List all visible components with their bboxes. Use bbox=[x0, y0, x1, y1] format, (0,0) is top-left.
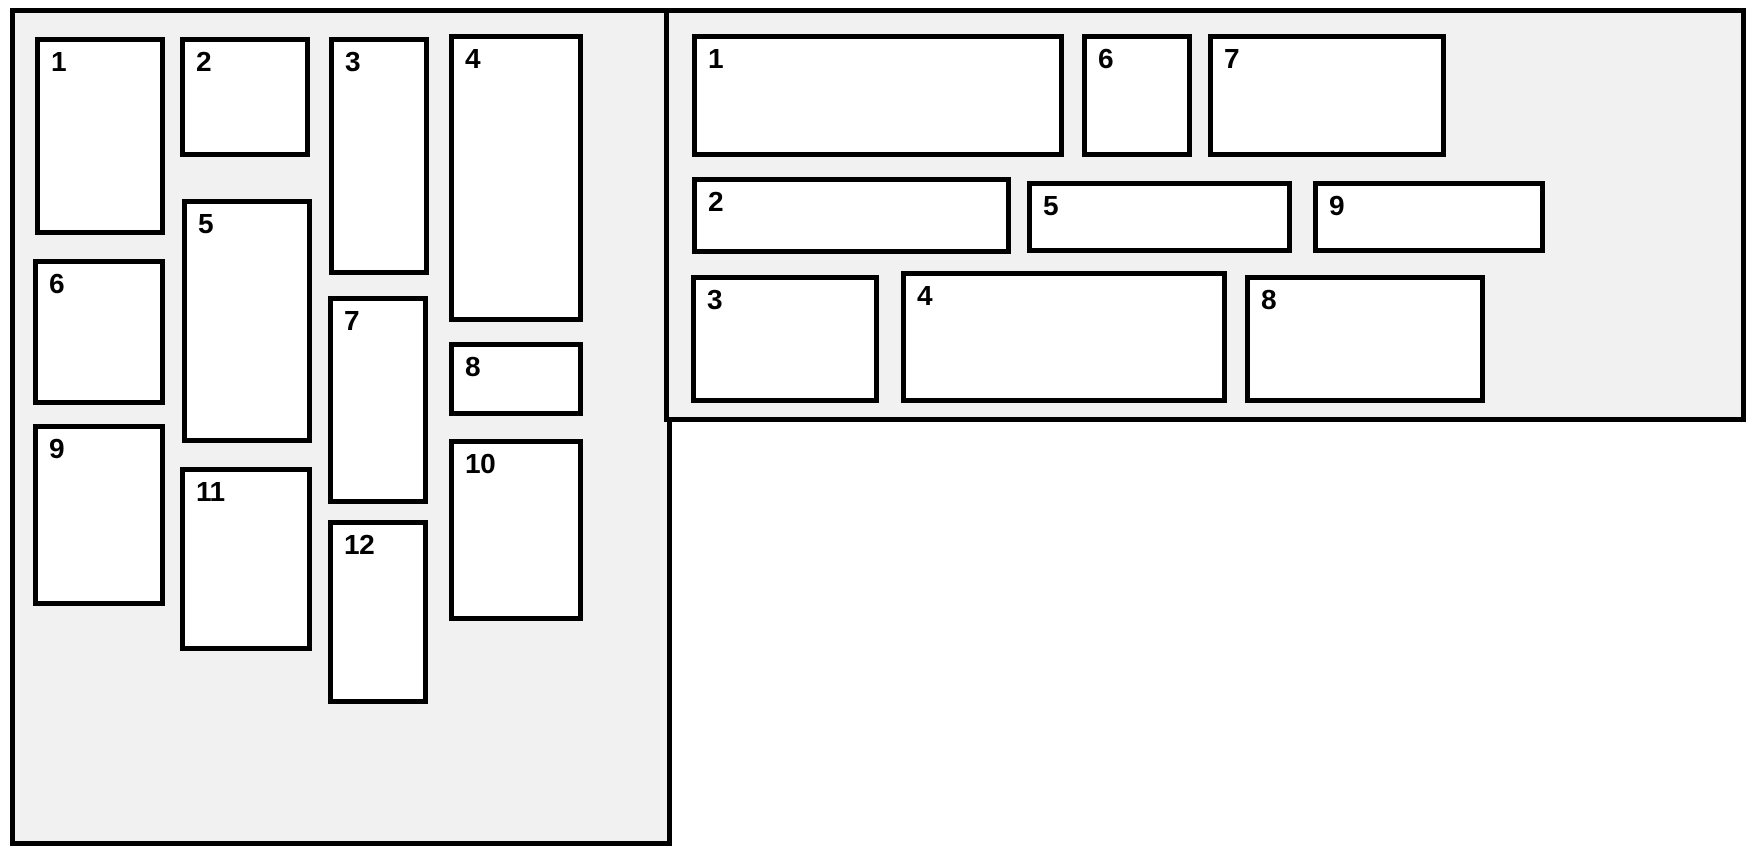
cell-label: 7 bbox=[1224, 43, 1240, 74]
cell-label: 1 bbox=[708, 43, 724, 74]
layout-cell[interactable]: 1 bbox=[35, 37, 165, 235]
layout-cell[interactable]: 4 bbox=[901, 271, 1227, 403]
cell-label: 7 bbox=[344, 305, 360, 336]
cell-label: 2 bbox=[196, 46, 212, 77]
layout-cell[interactable]: 2 bbox=[180, 37, 310, 157]
layout-cell[interactable]: 6 bbox=[1082, 34, 1192, 157]
layout-cell[interactable]: 9 bbox=[1313, 181, 1545, 253]
cell-label: 11 bbox=[196, 476, 225, 507]
layout-cell[interactable]: 2 bbox=[692, 177, 1011, 254]
cell-label: 4 bbox=[917, 280, 933, 311]
cell-label: 3 bbox=[345, 46, 361, 77]
layout-cell[interactable]: 10 bbox=[449, 439, 583, 621]
cell-label: 8 bbox=[465, 351, 481, 382]
cell-label: 8 bbox=[1261, 284, 1277, 315]
cell-label: 4 bbox=[465, 43, 481, 74]
cell-label: 9 bbox=[1329, 190, 1345, 221]
cell-label: 12 bbox=[344, 529, 375, 560]
layout-cell[interactable]: 7 bbox=[328, 296, 428, 504]
cell-label: 2 bbox=[708, 186, 724, 217]
layout-cell[interactable]: 8 bbox=[1245, 275, 1485, 403]
cell-label: 5 bbox=[198, 208, 214, 239]
layout-cell[interactable]: 8 bbox=[449, 342, 583, 416]
layout-cell[interactable]: 11 bbox=[180, 467, 312, 651]
cell-label: 6 bbox=[49, 268, 65, 299]
cell-label: 3 bbox=[707, 284, 723, 315]
layout-cell[interactable]: 3 bbox=[691, 275, 879, 403]
cell-label: 9 bbox=[49, 433, 65, 464]
layout-cell[interactable]: 4 bbox=[449, 34, 583, 322]
cell-label: 10 bbox=[465, 448, 496, 479]
layout-cell[interactable]: 5 bbox=[1027, 181, 1292, 253]
layout-cell[interactable]: 12 bbox=[328, 520, 428, 704]
layout-cell[interactable]: 9 bbox=[33, 424, 165, 606]
layout-cell[interactable]: 5 bbox=[182, 199, 312, 443]
right-layout-panel: 1 6 7 2 5 9 3 4 8 bbox=[664, 8, 1746, 422]
cell-label: 1 bbox=[51, 46, 67, 77]
layout-cell[interactable]: 3 bbox=[329, 37, 429, 275]
layout-cell[interactable]: 7 bbox=[1208, 34, 1446, 157]
layout-cell[interactable]: 1 bbox=[692, 34, 1064, 157]
layout-cell[interactable]: 6 bbox=[33, 259, 165, 405]
cell-label: 5 bbox=[1043, 190, 1059, 221]
cell-label: 6 bbox=[1098, 43, 1114, 74]
